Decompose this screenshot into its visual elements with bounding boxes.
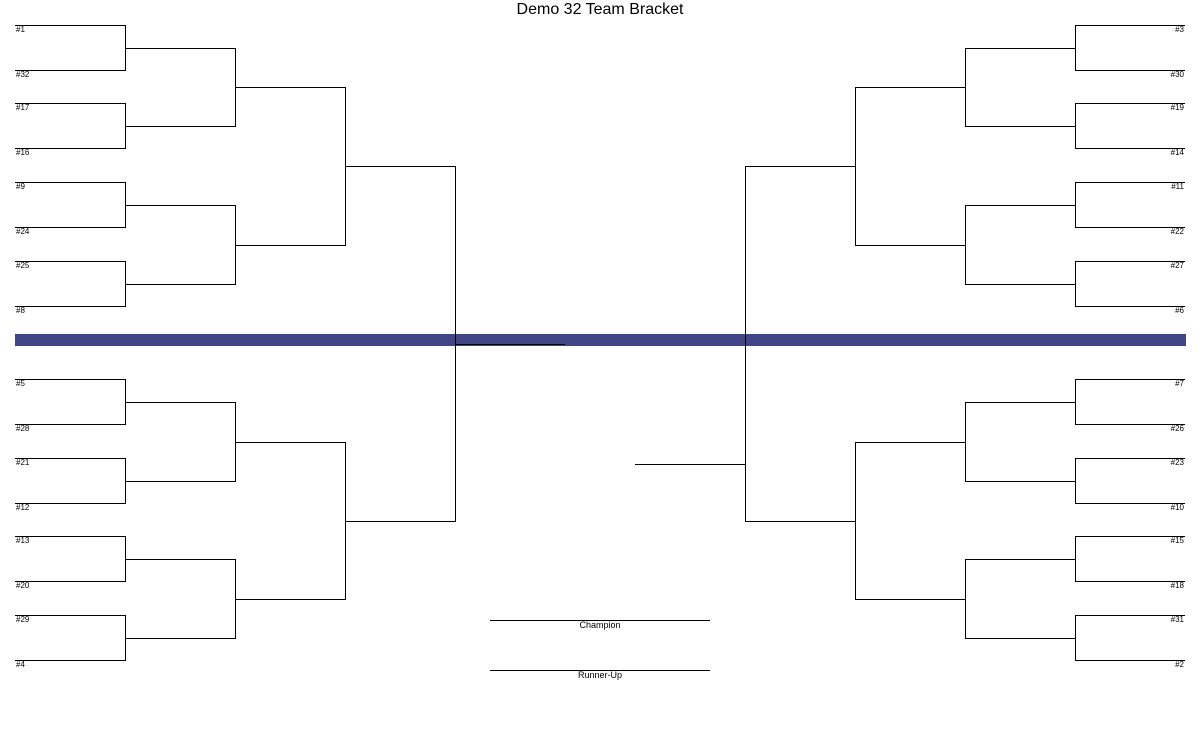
seed-label: #26 bbox=[1171, 424, 1185, 433]
runner-up-label: Runner-Up bbox=[578, 670, 622, 680]
seed-label: #28 bbox=[16, 424, 30, 433]
seed-label: #19 bbox=[1171, 103, 1185, 112]
seed-label: #24 bbox=[16, 227, 30, 236]
seed-label: #4 bbox=[16, 660, 25, 669]
seed-label: #5 bbox=[16, 379, 25, 388]
seed-label: #6 bbox=[1175, 306, 1184, 315]
seed-label: #31 bbox=[1171, 615, 1185, 624]
seed-label: #27 bbox=[1171, 261, 1185, 270]
seed-label: #11 bbox=[1171, 182, 1184, 191]
seed-label: #17 bbox=[16, 103, 30, 112]
seed-label: #30 bbox=[1171, 70, 1185, 79]
champion-label: Champion bbox=[579, 620, 620, 630]
seed-label: #29 bbox=[16, 615, 30, 624]
seed-label: #7 bbox=[1175, 379, 1184, 388]
seed-label: #25 bbox=[16, 261, 30, 270]
seed-label: #14 bbox=[1171, 148, 1185, 157]
seed-label: #9 bbox=[16, 182, 25, 191]
bracket-divider bbox=[15, 334, 1186, 346]
seed-label: #22 bbox=[1171, 227, 1185, 236]
seed-label: #20 bbox=[16, 581, 30, 590]
seed-label: #10 bbox=[1171, 503, 1185, 512]
seed-label: #16 bbox=[16, 148, 30, 157]
page-title: Demo 32 Team Bracket bbox=[516, 1, 684, 18]
seed-label: #12 bbox=[16, 503, 30, 512]
seed-label: #1 bbox=[16, 25, 25, 34]
seed-label: #18 bbox=[1171, 581, 1185, 590]
seed-label: #21 bbox=[16, 458, 30, 467]
seed-label: #3 bbox=[1175, 25, 1184, 34]
seed-label: #8 bbox=[16, 306, 25, 315]
seed-label: #2 bbox=[1175, 660, 1184, 669]
seed-label: #13 bbox=[16, 536, 30, 545]
seed-label: #15 bbox=[1171, 536, 1185, 545]
seed-label: #23 bbox=[1171, 458, 1185, 467]
seed-label: #32 bbox=[16, 70, 30, 79]
